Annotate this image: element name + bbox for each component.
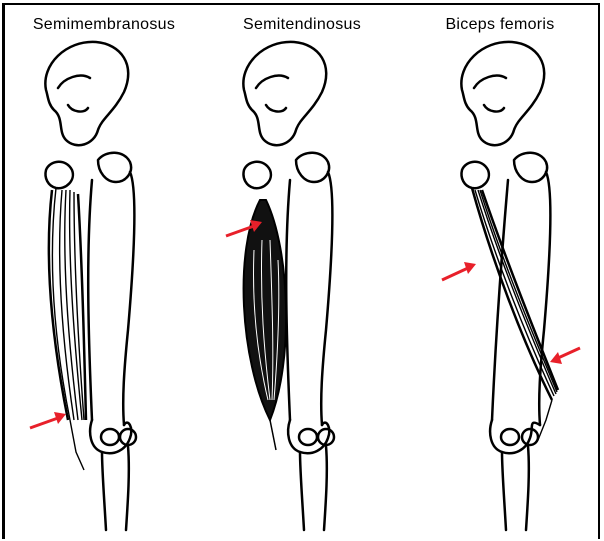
arrow-semimembranosus <box>30 412 66 428</box>
semitendinosus-muscle <box>244 200 287 450</box>
arrow-biceps-lower <box>550 348 580 364</box>
panel-semimembranosus: Semimembranosus <box>6 0 202 541</box>
leg-illustration-semitendinosus <box>204 0 400 541</box>
panel-biceps-femoris: Biceps femoris <box>402 0 598 541</box>
pelvis-and-femur <box>45 42 136 530</box>
arrow-biceps-upper <box>442 262 476 280</box>
leg-illustration-biceps-femoris <box>402 0 598 541</box>
panel-semitendinosus: Semitendinosus <box>204 0 400 541</box>
semimembranosus-muscle <box>49 188 86 470</box>
leg-illustration-semimembranosus <box>6 0 202 541</box>
pelvis-and-femur <box>461 42 550 530</box>
